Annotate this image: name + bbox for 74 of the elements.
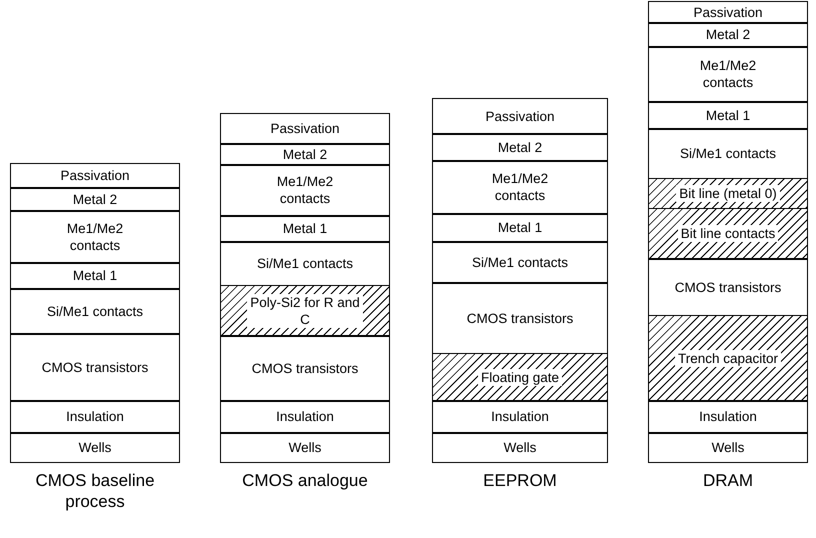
layer-box (10, 400, 180, 434)
layer-label: Bit line (metal 0) (676, 185, 780, 202)
layer-box (220, 215, 390, 242)
layer-box (220, 113, 390, 144)
layer-label: Metal 1 (496, 219, 544, 236)
hatched-layer-box (648, 315, 808, 402)
layer-label: Insulation (698, 408, 758, 426)
hatched-layer-box (220, 285, 390, 336)
layer-label: Me1/Me2 contacts (490, 170, 550, 204)
layer-label: Wells (78, 438, 112, 456)
hatched-layer-box (648, 178, 808, 210)
layer-box (220, 335, 390, 402)
layer-label: Floating gate (478, 368, 562, 386)
layer-label: Metal 1 (72, 267, 118, 284)
layer-label: Me1/Me2 contacts (66, 220, 124, 254)
layer-label: Wells (502, 438, 538, 456)
layer-label: CMOS transistors (40, 358, 150, 376)
layer-label: Wells (710, 438, 746, 456)
layer-label: Si/Me1 contacts (678, 145, 778, 162)
layer-label: Metal 1 (704, 106, 752, 124)
layer-label: Insulation (65, 408, 125, 426)
layer-label: CMOS transistors (250, 360, 360, 377)
layer-box (432, 400, 608, 434)
layer-label: Metal 2 (704, 26, 752, 44)
layer-box (432, 432, 608, 462)
layer-box (220, 143, 390, 166)
layer-label: Metal 2 (496, 138, 544, 156)
layer-box (648, 432, 808, 462)
layer-label: Trench capacitor (674, 350, 782, 367)
layer-box (432, 98, 608, 134)
layer-label: Passivation (692, 4, 764, 21)
layer-label: Poly-Si2 for R and C (247, 294, 363, 328)
layer-box (432, 133, 608, 162)
layer-box (648, 101, 808, 130)
layer-box (220, 164, 390, 216)
stack-caption: EEPROM (482, 470, 558, 491)
layer-label: Passivation (269, 120, 341, 138)
layer-label: Me1/Me2 contacts (698, 57, 758, 92)
hatched-layer-box (648, 208, 808, 260)
layer-label: Passivation (59, 167, 131, 184)
stack-caption: DRAM (702, 470, 754, 491)
layer-box (220, 432, 390, 462)
layer-label: Insulation (275, 408, 335, 426)
layer-box (648, 22, 808, 48)
layer-box (432, 241, 608, 284)
layer-box (10, 210, 180, 264)
layer-label: Si/Me1 contacts (256, 255, 354, 272)
layer-box (10, 288, 180, 334)
layer-label: Si/Me1 contacts (46, 302, 144, 320)
layer-box (648, 400, 808, 434)
stack-caption: CMOS baseline process (34, 470, 156, 512)
layer-box (10, 163, 180, 188)
layer-label: Passivation (484, 108, 556, 125)
layer-label: Metal 1 (282, 220, 328, 238)
layer-label: Wells (288, 438, 322, 456)
layer-label: Me1/Me2 contacts (276, 173, 334, 208)
layer-label: CMOS transistors (674, 278, 782, 296)
hatched-layer-box (432, 353, 608, 402)
layer-label: Bit line contacts (678, 225, 778, 242)
layer-box (10, 262, 180, 290)
layer-box (220, 400, 390, 434)
layer-label: Insulation (490, 408, 550, 426)
layer-box (10, 432, 180, 462)
layer-label: Metal 2 (282, 146, 328, 163)
layer-box (648, 46, 808, 102)
stack-caption: CMOS analogue (241, 470, 369, 491)
layer-box (648, 1, 808, 24)
layer-box (10, 333, 180, 402)
layer-box (432, 160, 608, 214)
layer-box (432, 213, 608, 242)
layer-label: CMOS transistors (466, 310, 574, 327)
layer-label: Si/Me1 contacts (470, 254, 570, 271)
layer-box (10, 187, 180, 212)
layer-label: Metal 2 (72, 190, 118, 208)
